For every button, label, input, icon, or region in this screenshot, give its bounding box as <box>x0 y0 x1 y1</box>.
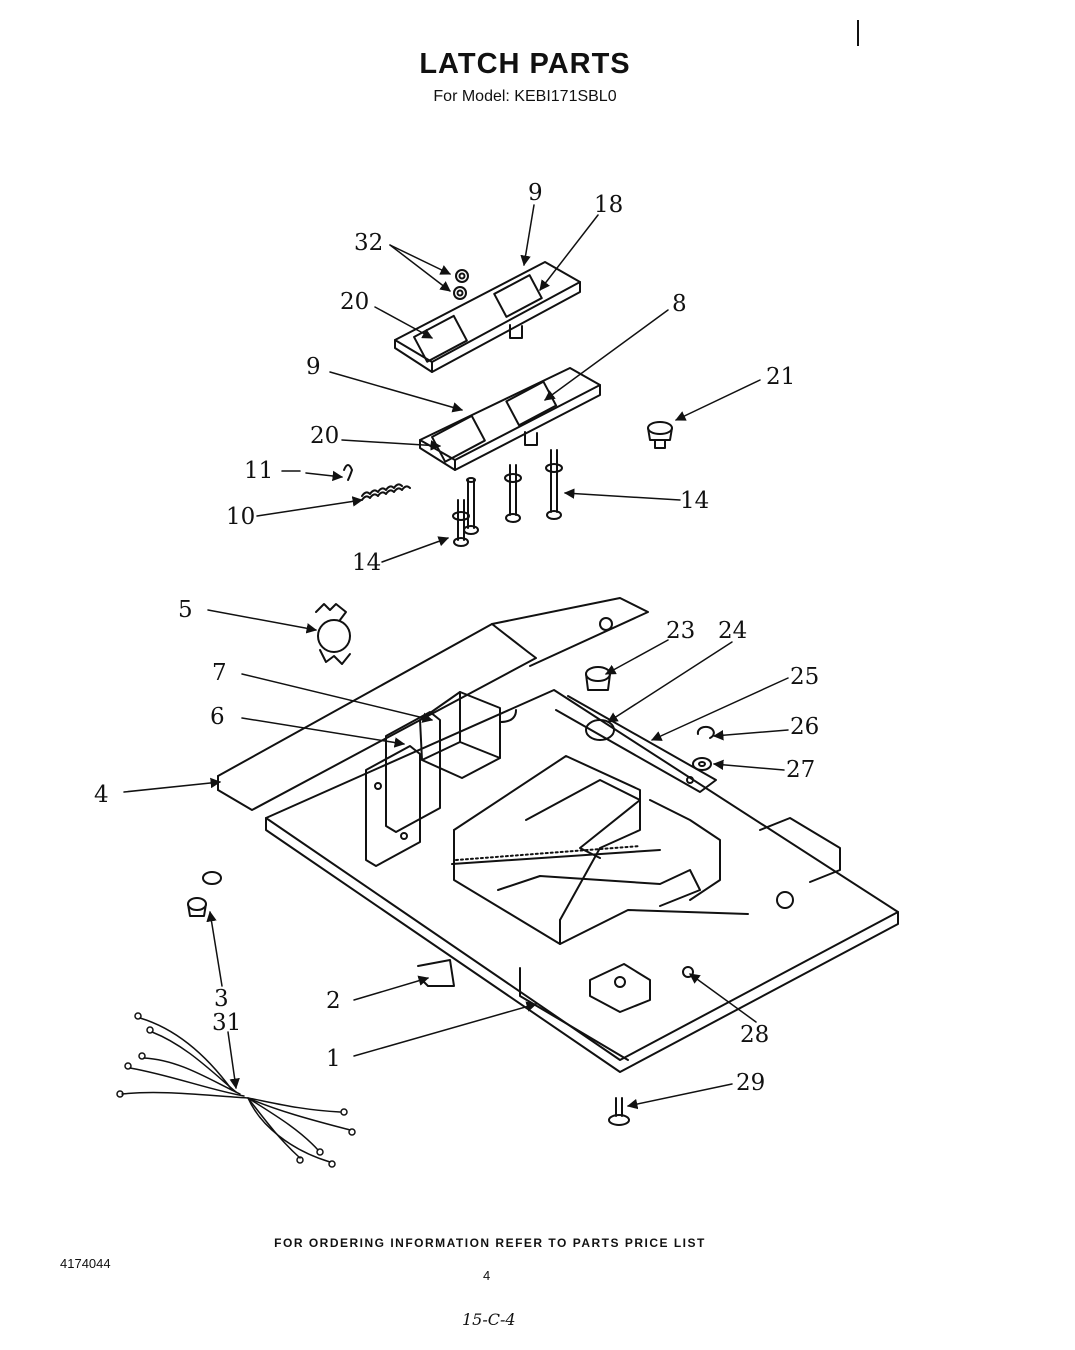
callout-18: 18 <box>594 192 623 218</box>
callout-8: 8 <box>672 291 687 317</box>
callout-9-upper: 9 <box>528 180 543 206</box>
document-number: 4174044 <box>60 1256 111 1271</box>
callout-31: 31 <box>212 1010 241 1036</box>
upper-switch-bracket <box>394 261 581 373</box>
latch-spring <box>343 464 411 501</box>
solenoid-5 <box>315 603 351 665</box>
leader-lines <box>123 204 789 1110</box>
bushing-24 <box>585 719 615 741</box>
callout-2: 2 <box>326 988 341 1014</box>
lower-switch-bracket <box>419 367 601 471</box>
ordering-note: FOR ORDERING INFORMATION REFER TO PARTS … <box>274 1236 706 1250</box>
relay-7 <box>419 691 517 779</box>
page-number: 4 <box>483 1268 491 1283</box>
model-subtitle: For Model: KEBI171SBL0 <box>433 88 617 105</box>
callout-20-lower: 20 <box>310 423 339 449</box>
callout-21: 21 <box>766 364 795 390</box>
base-plate-1 <box>265 689 899 1073</box>
callout-7: 7 <box>212 660 227 686</box>
callout-4: 4 <box>94 782 109 808</box>
callout-28: 28 <box>740 1022 769 1048</box>
callout-11: 11 <box>244 458 273 484</box>
mounting-screws <box>452 449 563 547</box>
mounting-brackets-6 <box>365 711 441 867</box>
fastener-23 <box>585 666 611 691</box>
wire-harness-31 <box>116 1012 356 1168</box>
callout-23: 23 <box>666 618 695 644</box>
callout-labels: 32 9 18 20 8 9 21 20 11 10 14 14 5 23 24… <box>94 180 819 1096</box>
callout-24: 24 <box>718 618 747 644</box>
callout-29: 29 <box>736 1070 765 1096</box>
page-title: LATCH PARTS <box>419 48 631 80</box>
callout-32: 32 <box>354 230 383 256</box>
callout-14-right: 14 <box>680 488 709 514</box>
callout-20-upper: 20 <box>340 289 369 315</box>
fastener-3 <box>187 871 222 917</box>
callout-26: 26 <box>790 714 819 740</box>
callout-3: 3 <box>214 986 229 1012</box>
washer-27 <box>692 757 712 771</box>
callout-14-left: 14 <box>352 550 381 576</box>
bar-25 <box>555 695 717 793</box>
callout-1: 1 <box>326 1046 341 1072</box>
handwritten-note: 15-C-4 <box>462 1310 516 1329</box>
scan-mark <box>857 20 859 46</box>
knob-21 <box>647 421 673 449</box>
callout-6: 6 <box>210 704 225 730</box>
screw-29 <box>608 1097 630 1126</box>
callout-25: 25 <box>790 664 819 690</box>
clip-26 <box>696 725 715 739</box>
callout-9-lower: 9 <box>306 354 321 380</box>
hook-2 <box>417 959 455 987</box>
callout-5: 5 <box>178 597 193 623</box>
callout-10: 10 <box>226 504 255 530</box>
callout-27: 27 <box>786 757 815 783</box>
